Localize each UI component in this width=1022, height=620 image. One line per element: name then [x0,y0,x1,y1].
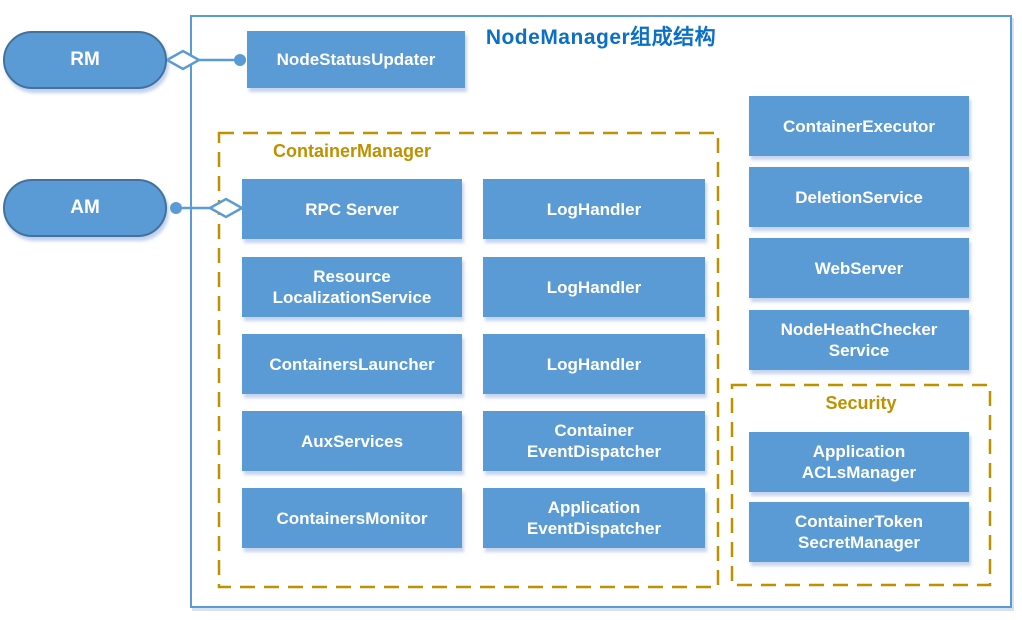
node-aux-services: AuxServices [242,411,462,471]
node-containers-launcher: ContainersLauncher [242,334,462,394]
node-node-heath-checker-service: NodeHeathChecker Service [749,310,969,370]
node-container-event-dispatcher: Container EventDispatcher [483,411,705,471]
security-group-label: Security [825,393,897,413]
node-containers-monitor: ContainersMonitor [242,488,462,548]
filled-circle-icon [170,202,182,214]
node-am: AM [3,179,167,237]
node-nodestatusupdater: NodeStatusUpdater [247,31,465,88]
node-container-token-secret-manager: ContainerToken SecretManager [749,502,969,562]
node-application-acls-manager: Application ACLsManager [749,432,969,492]
node-rm: RM [3,31,167,89]
node-loghandler-1: LogHandler [483,179,705,239]
node-resource-localization-service: Resource LocalizationService [242,257,462,317]
nodemanager-frame [190,15,1012,608]
node-web-server: WebServer [749,238,969,298]
node-application-event-dispatcher: Application EventDispatcher [483,488,705,548]
node-rpc-server: RPC Server [242,179,462,239]
node-loghandler-2: LogHandler [483,257,705,317]
diagram-title: NodeManager组成结构 [485,26,717,49]
node-container-executor: ContainerExecutor [749,96,969,156]
container-manager-group-label: ContainerManager [272,141,432,161]
node-loghandler-3: LogHandler [483,334,705,394]
node-deletion-service: DeletionService [749,167,969,227]
